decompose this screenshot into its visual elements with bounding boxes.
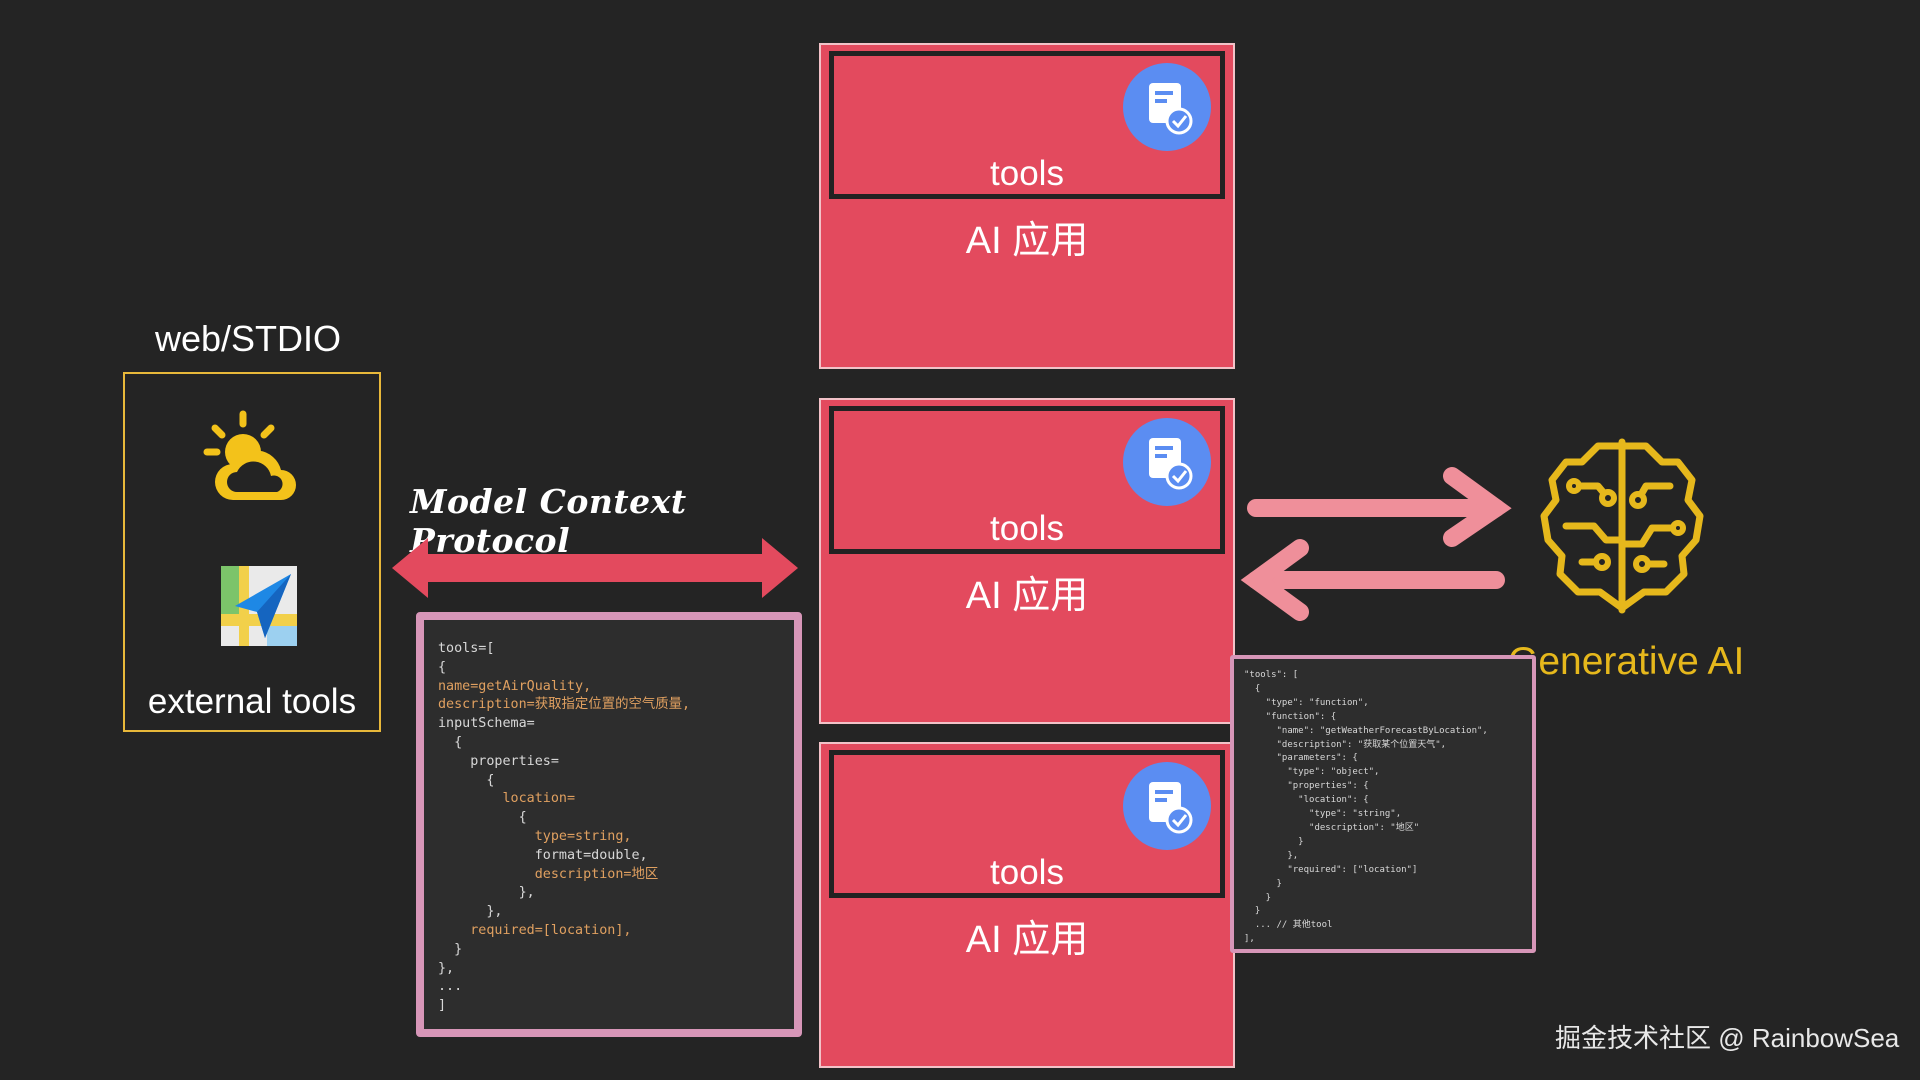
code-line: { [438,659,447,675]
code-line: }, [438,885,535,901]
tools-label: tools [990,154,1064,193]
ai-app-label: AI 应用 [965,919,1089,961]
transport-label: web/STDIO [154,318,342,359]
code-line: }, [438,904,503,920]
double-arrow [392,538,798,598]
code-line: { [438,810,527,826]
code-line: "location": { [1244,795,1369,806]
code-line: tools=[ [438,641,495,656]
code-line: "tools": [ [1244,670,1299,680]
code-line: ] [438,998,447,1014]
ai-app-label: AI 应用 [965,575,1089,617]
code-line: description=地区 [438,866,659,882]
code-line: "description": "地区" [1244,822,1420,833]
tools-box: tools [829,750,1225,898]
tools-label: tools [990,509,1064,548]
code-line: required=[location], [438,922,632,938]
external-tools-box [123,372,381,732]
code-line: ... // 其他tool [1244,920,1333,931]
code-line: "function": { [1244,711,1337,722]
code-line: description=获取指定位置的空气质量, [438,697,691,713]
document-check-icon [1123,63,1211,151]
code-line: { [1244,683,1261,694]
ai-app-2: tools AI 应用 [819,398,1235,724]
weather-icon [203,410,296,500]
code-line: { [438,772,495,788]
ai-app-3: tools AI 应用 [819,742,1235,1068]
code-left-panel: tools=[ { name=getAirQuality, description=获… [416,612,802,1037]
map-icon [221,566,297,646]
ai-app-1: tools AI 应用 [819,43,1235,369]
code-line: }, [438,960,455,976]
code-line: }, [1244,850,1299,861]
code-line: ... [438,979,463,995]
code-right-panel: "tools": [ { "type": "function", "functi… [1230,655,1536,953]
document-check-icon [1123,418,1211,506]
document-check-icon [1123,762,1211,850]
code-line: } [1244,892,1272,903]
code-line: "parameters": { [1244,753,1358,764]
code-line: } [1244,836,1304,847]
arrows-layer [392,467,1512,621]
code-line: } [1244,906,1261,917]
code-line: "type": "function", [1244,697,1369,708]
code-line: type=string, [438,828,632,844]
code-line: } [1244,878,1282,889]
right-arrow [1247,467,1512,547]
tools-box: tools [829,406,1225,554]
code-line: name=getAirQuality, [438,678,592,694]
brain-icon [1540,438,1704,614]
code-line: "name": "getWeatherForecastByLocation", [1244,725,1488,736]
left-arrow [1240,539,1505,621]
generative-ai-label: Generative AI [1508,640,1745,683]
tools-box: tools [829,51,1225,199]
code-line: location= [438,791,576,807]
ai-app-label: AI 应用 [965,220,1089,262]
code-line: { [438,734,463,750]
code-line: } [438,941,463,957]
code-line: "description": "获取某个位置天气", [1244,739,1447,750]
code-line: "required": ["location"] [1244,864,1418,875]
code-line: "type": "string", [1244,809,1402,820]
code-line: format=double, [438,847,648,863]
protocol-label: Model Context Protocol [410,482,687,560]
external-tools-label: external tools [147,682,357,721]
code-line: "type": "object", [1244,767,1380,778]
watermark: 掘金技术社区 @ RainbowSea [1555,1023,1900,1053]
code-line: properties= [438,753,559,769]
code-line: inputSchema= [438,716,535,732]
tools-label: tools [990,853,1064,892]
code-line: "properties": { [1244,781,1369,792]
code-line: ], [1244,934,1255,945]
